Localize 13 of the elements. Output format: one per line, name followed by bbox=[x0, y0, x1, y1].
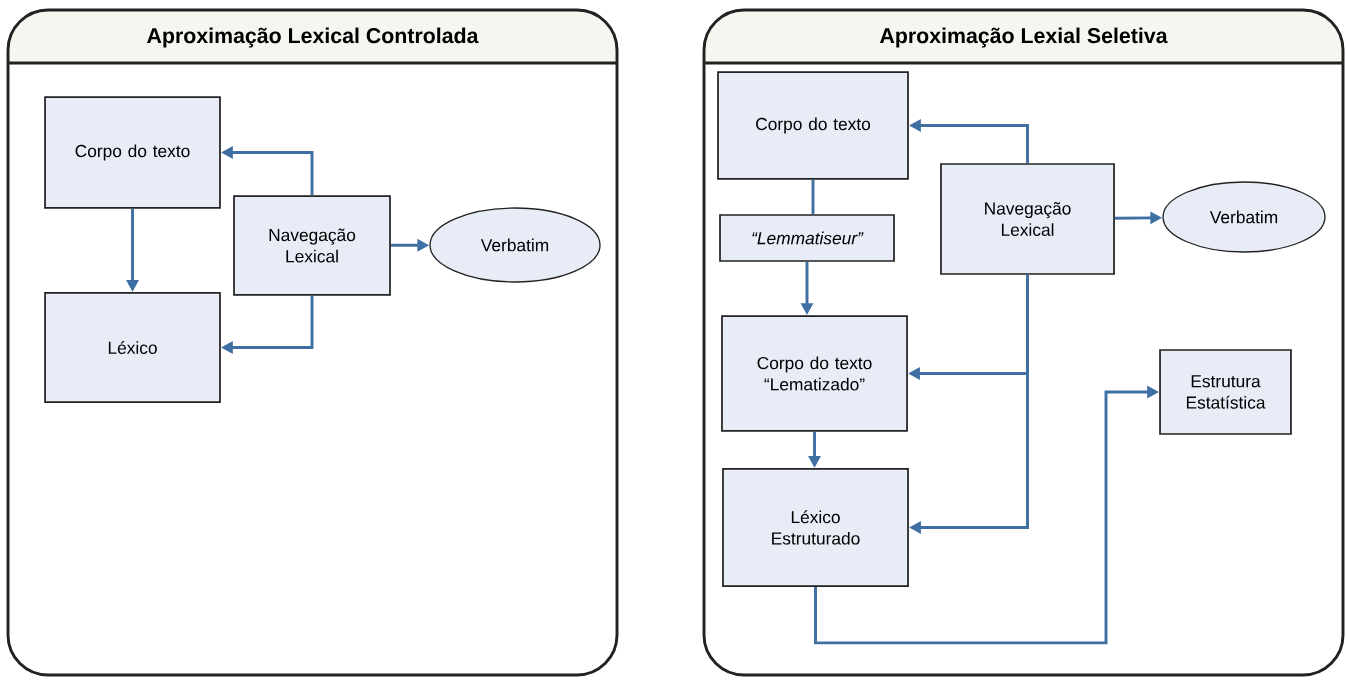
process-box: Corpo do texto bbox=[44, 96, 221, 209]
process-box: Navegação Lexical bbox=[940, 163, 1115, 275]
process-box: Léxico bbox=[44, 292, 221, 403]
process-box: Léxico Estruturado bbox=[722, 468, 909, 587]
panel-title: Aproximação Lexical Controlada bbox=[147, 27, 479, 48]
process-box: Estrutura Estatística bbox=[1159, 349, 1292, 435]
process-box: Corpo do texto bbox=[717, 71, 909, 180]
panel-title: Aproximação Lexial Seletiva bbox=[879, 27, 1168, 48]
ellipse-node: Verbatim bbox=[429, 207, 601, 283]
process-box: Corpo do texto “Lematizado” bbox=[721, 315, 908, 432]
ellipse-node: Verbatim bbox=[1162, 181, 1326, 253]
process-box: Navegação Lexical bbox=[233, 195, 391, 296]
label-box: “Lemmatiseur” bbox=[719, 214, 895, 262]
